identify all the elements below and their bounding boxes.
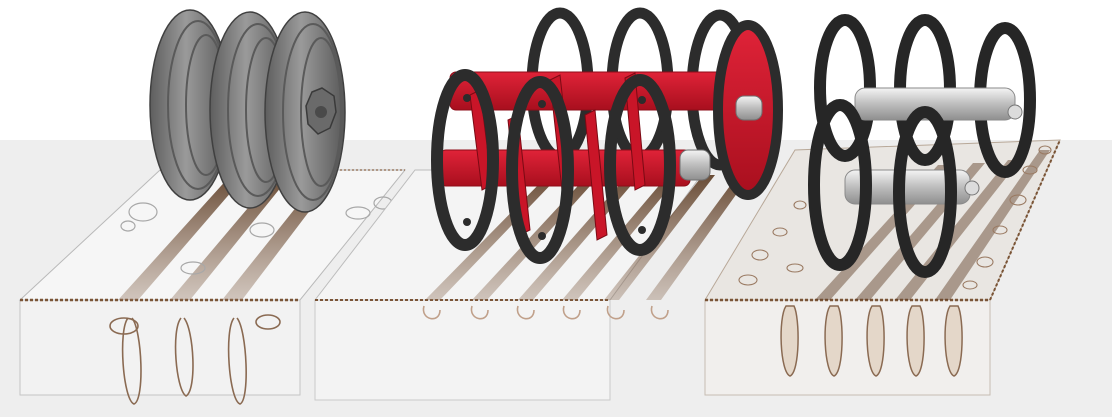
smooth-disc-roller	[150, 10, 345, 212]
disc	[265, 12, 345, 212]
